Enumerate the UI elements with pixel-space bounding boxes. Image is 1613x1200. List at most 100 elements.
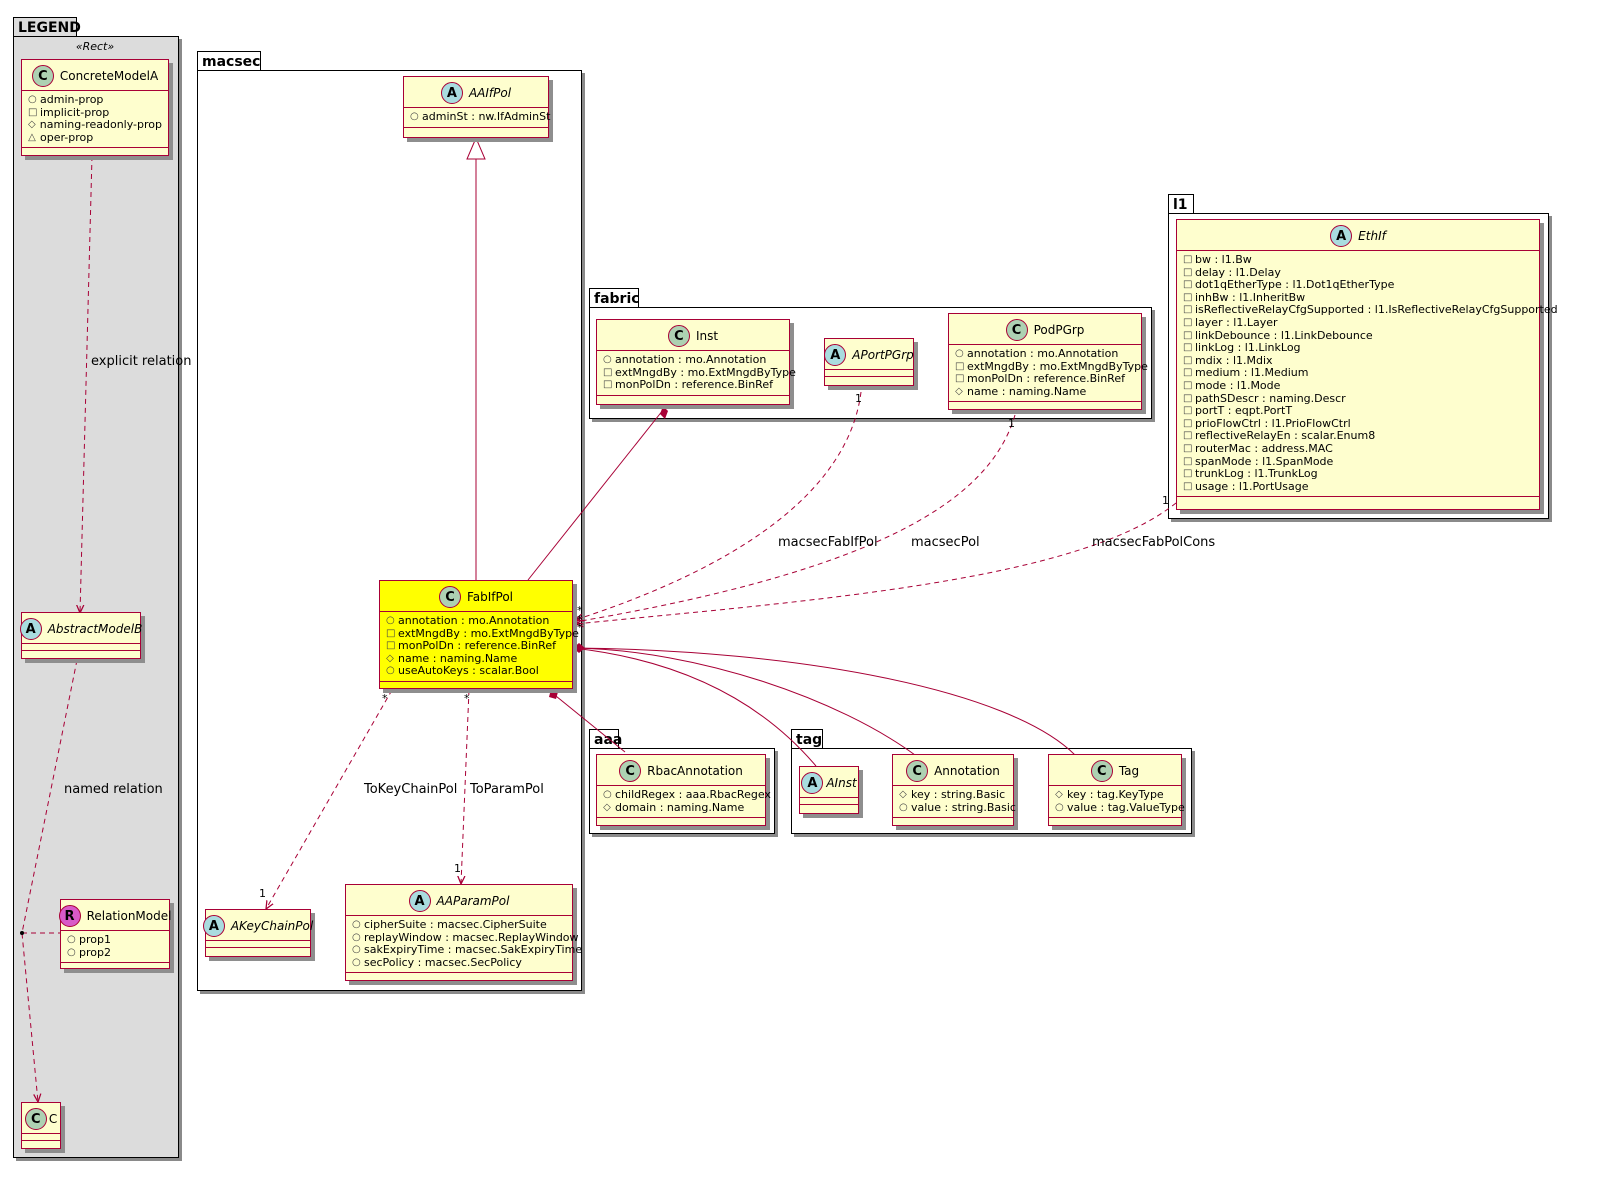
c-class[interactable]: C C <box>21 1102 61 1149</box>
attribute-row: □prioFlowCtrl : l1.PrioFlowCtrl <box>1183 417 1533 431</box>
class-name: RbacAnnotation <box>647 764 743 778</box>
attribute-text: adminSt : nw.IfAdminSt <box>422 110 551 123</box>
mult-fabifpol-many-3: * <box>577 621 583 634</box>
mult-podpgrp: 1 <box>1008 417 1015 430</box>
attribute-text: implicit-prop <box>40 105 110 119</box>
private-icon: □ <box>1183 304 1193 316</box>
ainst-class[interactable]: A AInst <box>799 766 859 814</box>
attribute-text: pathSDescr : naming.Descr <box>1195 391 1346 405</box>
private-icon: □ <box>603 379 613 391</box>
private-icon: □ <box>1183 316 1193 328</box>
attribute-row: ○childRegex : aaa.RbacRegex <box>603 788 771 802</box>
attribute-row: □portT : eqpt.PortT <box>1183 405 1533 418</box>
akeychainpol-class[interactable]: A AKeyChainPol <box>202 909 313 957</box>
public-icon: ○ <box>386 665 395 677</box>
toparampol-label: ToParamPol <box>470 782 544 797</box>
attribute-row: □monPolDn : reference.BinRef <box>955 373 1135 386</box>
private-icon: □ <box>1183 254 1193 265</box>
class-name: FabIfPol <box>466 590 514 604</box>
relation-junction <box>20 931 24 935</box>
tag-composition-edge <box>572 647 1076 756</box>
rbacannotation-class[interactable]: C RbacAnnotation ○childRegex : aaa.RbacR… <box>596 754 771 826</box>
ethif-class[interactable]: A EthIf □bw : l1.Bw □delay : l1.Delay □d… <box>1176 219 1558 510</box>
attribute-row: ○admin-prop <box>28 93 162 107</box>
concrete-model-class[interactable]: C ConcreteModelA ○admin-prop □implicit-p… <box>21 59 169 156</box>
tag-package-tab: tag <box>791 729 823 748</box>
aaifpol-class[interactable]: A AAIfPol ○adminSt : nw.IfAdminSt <box>403 76 550 138</box>
public-icon: ○ <box>386 615 395 626</box>
attribute-row: ○annotation : mo.Annotation <box>603 353 783 367</box>
public-icon: ○ <box>352 919 361 930</box>
attribute-text: monPolDn : reference.BinRef <box>615 378 773 392</box>
private-icon: □ <box>28 106 38 118</box>
relation-model-class[interactable]: R RelationModel ○prop1 ○prop2 <box>58 899 171 969</box>
attribute-row: ◇key : string.Basic <box>899 788 1007 802</box>
attribute-row: □mode : l1.Mode <box>1183 379 1533 393</box>
class-name: Inst <box>695 329 719 343</box>
attribute-row: ◇key : tag.KeyType <box>1055 788 1175 802</box>
l1-package-tab: l1 <box>1168 194 1194 213</box>
attribute-row: ○prop1 <box>67 933 163 947</box>
protected-icon: ◇ <box>955 385 963 397</box>
attribute-text: spanMode : l1.SpanMode <box>1195 454 1334 468</box>
private-icon: □ <box>1183 279 1193 291</box>
aportpgrp-class[interactable]: A APortPGrp <box>824 338 914 386</box>
attribute-row: □extMngdBy : mo.ExtMngdByType <box>955 360 1148 374</box>
abstract-class-icon: A <box>1330 225 1353 247</box>
fabifpol-class[interactable]: C FabIfPol ○annotation : mo.Annotation □… <box>379 580 579 689</box>
private-icon: □ <box>1183 430 1193 442</box>
inst-class[interactable]: C Inst ○annotation : mo.Annotation □extM… <box>596 319 796 405</box>
aaparampol-class[interactable]: A AAParamPol ○cipherSuite : macsec.Ciphe… <box>345 884 582 981</box>
private-icon: □ <box>1183 354 1193 366</box>
private-icon: □ <box>955 373 965 385</box>
protected-icon: ◇ <box>1055 789 1063 800</box>
class-name: AAParamPol <box>436 894 510 908</box>
attribute-row: □layer : l1.Layer <box>1183 316 1533 330</box>
attribute-row: □extMngdBy : mo.ExtMngdByType <box>386 627 579 641</box>
attribute-row: □spanMode : l1.SpanMode <box>1183 454 1533 469</box>
concrete-class-icon: C <box>619 760 642 782</box>
tag-class[interactable]: C Tag ◇key : tag.KeyType ○value : tag.Va… <box>1048 754 1185 826</box>
attribute-text: value : tag.ValueType <box>1067 800 1185 814</box>
class-name: Tag <box>1118 764 1140 778</box>
attribute-row: ○secPolicy : macsec.SecPolicy <box>352 956 566 970</box>
class-attributes: ○annotation : mo.Annotation □extMngdBy :… <box>380 612 579 682</box>
attribute-row: □usage : l1.PortUsage <box>1183 480 1533 494</box>
inst-composition-diamond <box>660 406 668 419</box>
public-icon: ○ <box>410 111 419 122</box>
attribute-text: annotation : mo.Annotation <box>967 347 1119 360</box>
private-icon: □ <box>1183 329 1193 341</box>
inherit-arrowhead <box>466 136 486 160</box>
explicit-relation-label: explicit relation <box>91 354 192 369</box>
annotation-class[interactable]: C Annotation ◇key : string.Basic ○value … <box>892 754 1016 826</box>
public-icon: ○ <box>1055 801 1064 813</box>
macsec-package-tab: macsec <box>197 51 261 70</box>
attribute-row: ○useAutoKeys : scalar.Bool <box>386 665 566 678</box>
attribute-row: ○adminSt : nw.IfAdminSt <box>410 110 550 124</box>
private-icon: □ <box>603 366 613 378</box>
attribute-row: □routerMac : address.MAC <box>1183 442 1533 456</box>
concrete-class-icon: C <box>1005 319 1028 341</box>
public-icon: ○ <box>899 801 908 813</box>
private-icon: □ <box>386 627 396 639</box>
attribute-text: prop2 <box>79 945 111 959</box>
attribute-row: ○cipherSuite : macsec.CipherSuite <box>352 918 566 932</box>
podpgrp-class[interactable]: C PodPGrp ○annotation : mo.Annotation □e… <box>948 313 1148 410</box>
attribute-row: □linkDebounce : l1.LinkDebounce <box>1183 329 1533 343</box>
concrete-class-icon: C <box>906 760 929 782</box>
private-icon: □ <box>1183 342 1193 354</box>
class-attributes: □bw : l1.Bw □delay : l1.Delay □dot1qEthe… <box>1177 251 1558 498</box>
abstract-model-class[interactable]: A AbstractModelB <box>19 612 142 659</box>
toparampol-edge <box>461 689 470 884</box>
public-icon: ○ <box>955 348 964 359</box>
attribute-text: cipherSuite : macsec.CipherSuite <box>364 918 547 931</box>
public-icon: ○ <box>67 934 76 945</box>
protected-icon: ◇ <box>386 652 394 664</box>
attribute-text: value : string.Basic <box>911 800 1016 814</box>
class-attributes: ○annotation : mo.Annotation □extMngdBy :… <box>949 345 1148 403</box>
attribute-text: name : naming.Name <box>967 384 1087 398</box>
macsecpol-label: macsecPol <box>911 535 980 550</box>
class-attributes: ○admin-prop □implicit-prop ◇naming-reado… <box>22 91 168 149</box>
attribute-text: bw : l1.Bw <box>1195 253 1252 266</box>
class-attributes: ◇key : string.Basic ○value : string.Basi… <box>893 786 1016 819</box>
